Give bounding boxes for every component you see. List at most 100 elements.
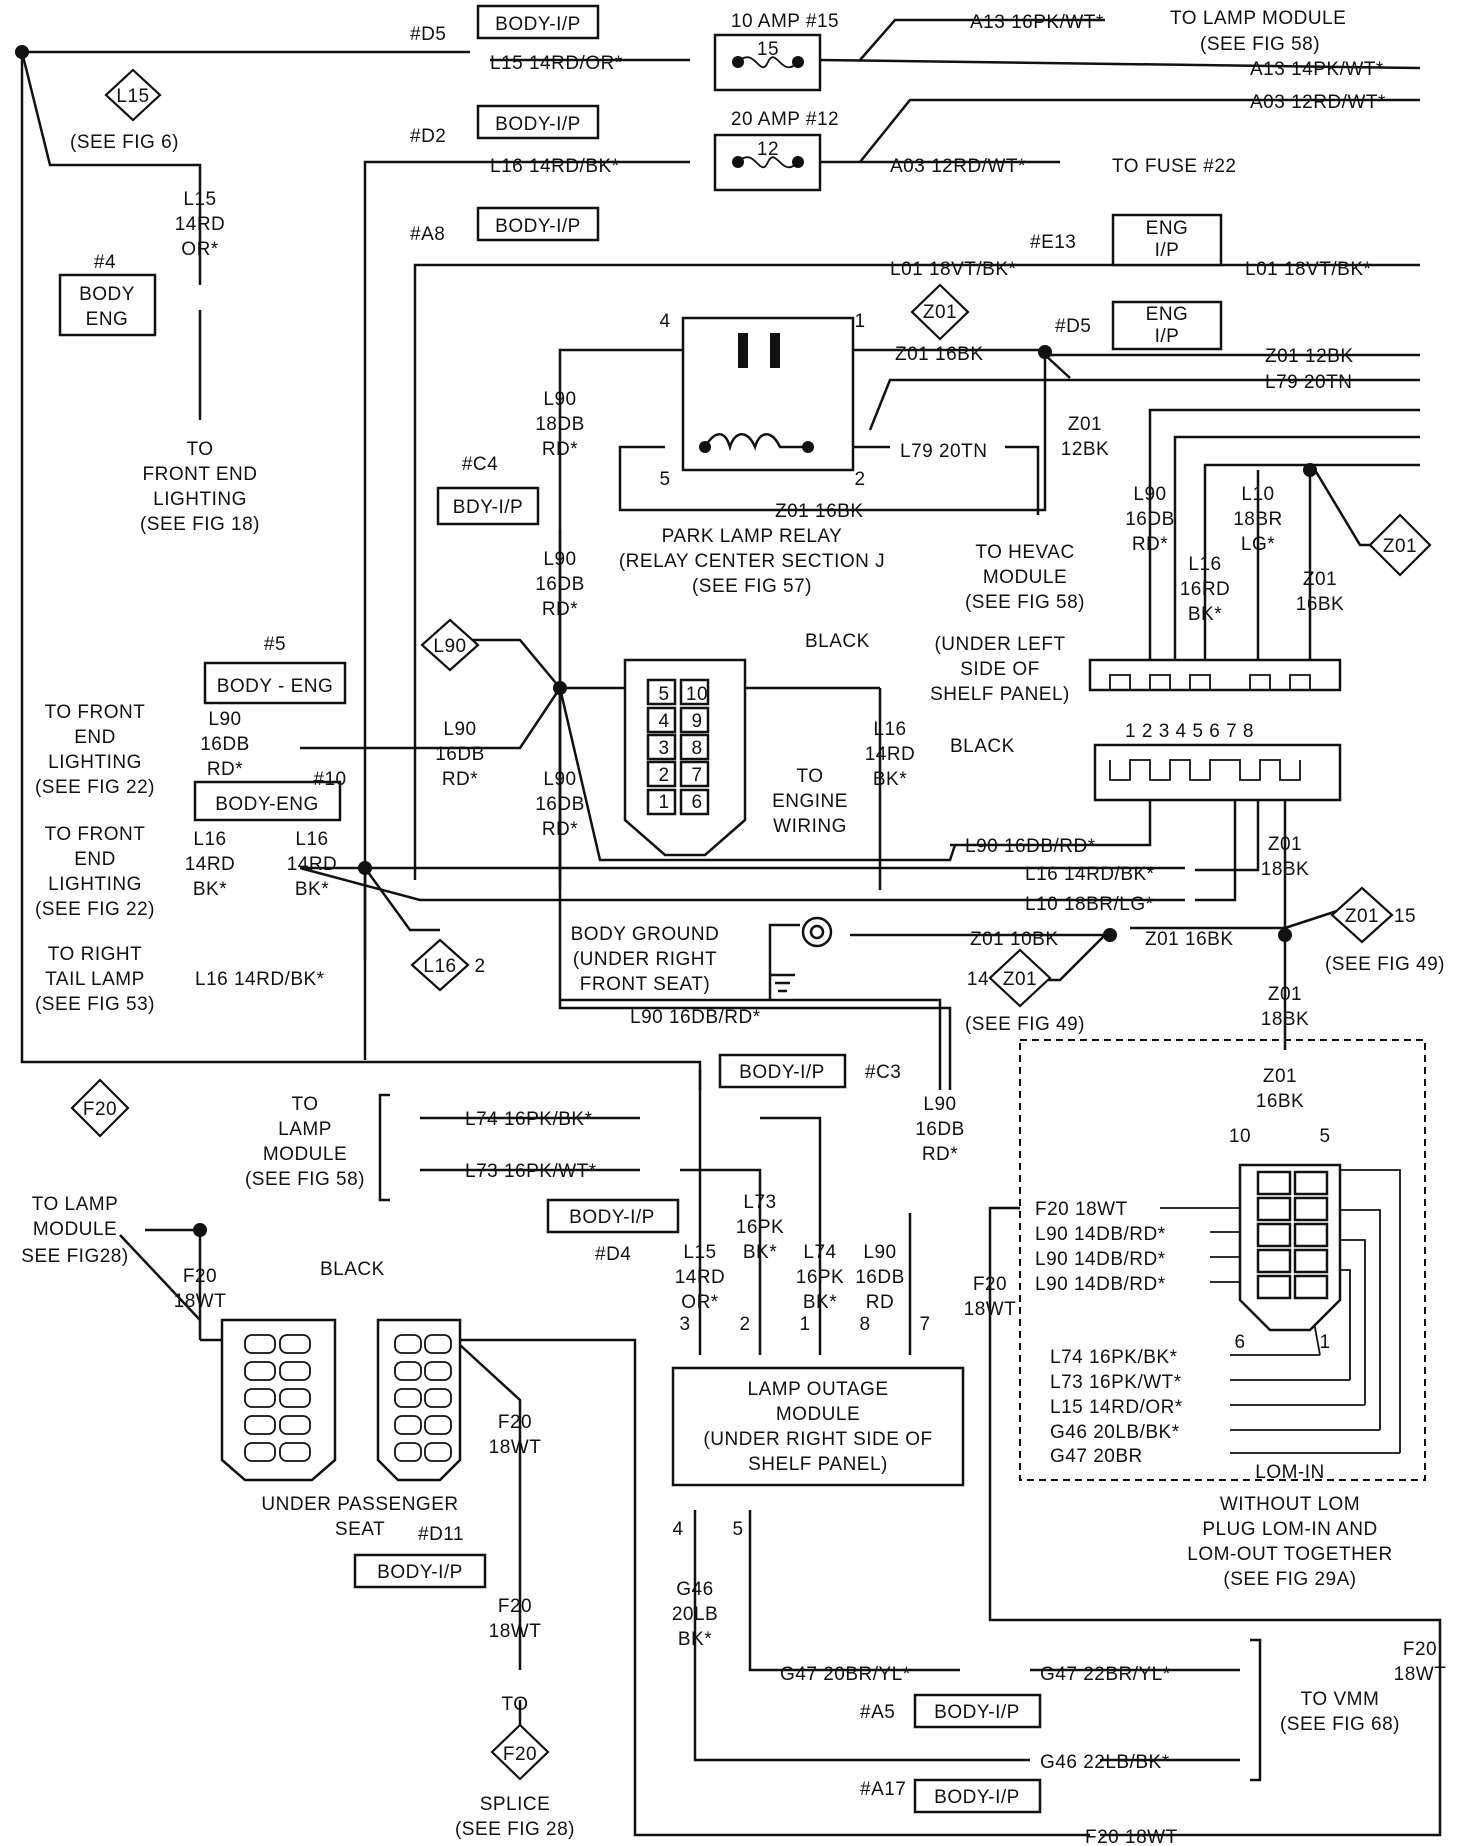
- svg-text:3: 3: [679, 1314, 690, 1335]
- svg-text:L16: L16: [873, 719, 906, 740]
- svg-text:L79 20TN: L79 20TN: [1265, 372, 1352, 393]
- svg-text:(SEE FIG 49): (SEE FIG 49): [1325, 954, 1445, 975]
- svg-text:F20: F20: [498, 1412, 532, 1433]
- svg-text:A03 12RD/WT*: A03 12RD/WT*: [1250, 92, 1386, 113]
- svg-text:14RD: 14RD: [287, 854, 338, 875]
- svg-text:BLACK: BLACK: [805, 631, 870, 652]
- svg-text:(RELAY CENTER SECTION J: (RELAY CENTER SECTION J: [619, 551, 885, 572]
- svg-text:G46: G46: [676, 1579, 713, 1600]
- svg-text:A13 16PK/WT*: A13 16PK/WT*: [970, 12, 1104, 33]
- svg-text:16DB: 16DB: [435, 744, 485, 765]
- svg-text:L15: L15: [116, 86, 149, 107]
- svg-text:12: 12: [757, 139, 779, 160]
- svg-text:END: END: [74, 849, 116, 870]
- svg-text:BK*: BK*: [803, 1292, 837, 1313]
- svg-text:FRONT SEAT): FRONT SEAT): [580, 974, 710, 995]
- svg-text:BODY-I/P: BODY-I/P: [495, 14, 581, 35]
- svg-text:L15 14RD/OR*: L15 14RD/OR*: [1050, 1397, 1183, 1418]
- svg-text:Z01: Z01: [1268, 984, 1302, 1005]
- svg-text:A03 12RD/WT*: A03 12RD/WT*: [890, 156, 1026, 177]
- svg-text:L16 14RD/BK*: L16 14RD/BK*: [195, 969, 325, 990]
- svg-text:PLUG LOM-IN AND: PLUG LOM-IN AND: [1202, 1519, 1377, 1540]
- svg-text:14RD: 14RD: [185, 854, 236, 875]
- svg-text:(SEE FIG 22): (SEE FIG 22): [35, 899, 155, 920]
- svg-text:BK*: BK*: [678, 1629, 712, 1650]
- svg-text:TO: TO: [796, 766, 823, 787]
- svg-text:2: 2: [739, 1314, 750, 1335]
- svg-text:#A8: #A8: [410, 224, 445, 245]
- svg-text:L15: L15: [183, 189, 216, 210]
- svg-text:2: 2: [658, 765, 669, 786]
- svg-text:L90: L90: [1133, 484, 1166, 505]
- svg-text:L10 18BR/LG*: L10 18BR/LG*: [1025, 894, 1154, 915]
- svg-text:BLACK: BLACK: [950, 736, 1015, 757]
- svg-text:(UNDER RIGHT: (UNDER RIGHT: [573, 949, 717, 970]
- svg-text:G46 20LB/BK*: G46 20LB/BK*: [1050, 1422, 1180, 1443]
- svg-text:16DB: 16DB: [915, 1119, 965, 1140]
- svg-text:RD*: RD*: [1132, 534, 1168, 555]
- svg-text:L74: L74: [803, 1242, 836, 1263]
- svg-text:TO: TO: [501, 1694, 528, 1715]
- svg-text:L16: L16: [295, 829, 328, 850]
- svg-text:TO: TO: [291, 1094, 318, 1115]
- svg-text:L90: L90: [543, 389, 576, 410]
- svg-text:(SEE FIG 29A): (SEE FIG 29A): [1223, 1569, 1356, 1590]
- svg-text:(SEE FIG 53): (SEE FIG 53): [35, 994, 155, 1015]
- svg-text:F20: F20: [973, 1274, 1007, 1295]
- svg-text:G47 22BR/YL*: G47 22BR/YL*: [1040, 1664, 1171, 1685]
- svg-text:L16 14RD/BK*: L16 14RD/BK*: [1025, 864, 1155, 885]
- svg-text:#D5: #D5: [1055, 316, 1091, 337]
- lom-in-connector: [1238, 1163, 1342, 1332]
- svg-text:15: 15: [1394, 906, 1416, 927]
- svg-text:L15: L15: [683, 1242, 716, 1263]
- svg-text:L01 18VT/BK*: L01 18VT/BK*: [1245, 259, 1372, 280]
- diagram-text: #D5 BODY-I/P L15 14RD/OR* A13 16PK/WT* T…: [21, 8, 1446, 1846]
- svg-text:5: 5: [1319, 1126, 1330, 1147]
- svg-text:SHELF PANEL): SHELF PANEL): [748, 1454, 888, 1475]
- svg-text:L16: L16: [193, 829, 226, 850]
- svg-text:8: 8: [859, 1314, 870, 1335]
- svg-text:ENG: ENG: [1146, 304, 1189, 325]
- svg-text:18BR: 18BR: [1233, 509, 1283, 530]
- svg-text:#5: #5: [264, 634, 286, 655]
- svg-text:(SEE FIG 22): (SEE FIG 22): [35, 777, 155, 798]
- svg-text:18WT: 18WT: [1394, 1664, 1447, 1685]
- svg-text:#D2: #D2: [410, 126, 446, 147]
- svg-text:TO LAMP MODULE: TO LAMP MODULE: [1170, 8, 1346, 29]
- svg-text:BODY-I/P: BODY-I/P: [377, 1562, 463, 1583]
- svg-text:TO: TO: [186, 439, 213, 460]
- svg-text:SHELF PANEL): SHELF PANEL): [930, 684, 1070, 705]
- passenger-seat-connectors: [220, 1318, 462, 1482]
- svg-text:14RD: 14RD: [175, 214, 226, 235]
- svg-text:L10: L10: [1241, 484, 1274, 505]
- svg-text:16RD: 16RD: [1180, 579, 1231, 600]
- svg-text:OR*: OR*: [681, 1292, 719, 1313]
- svg-text:L90: L90: [863, 1242, 896, 1263]
- svg-text:TO RIGHT: TO RIGHT: [48, 944, 142, 965]
- engine-wiring-connector: [623, 658, 747, 857]
- svg-text:LG*: LG*: [1241, 534, 1275, 555]
- svg-text:BODY GROUND: BODY GROUND: [571, 924, 720, 945]
- svg-text:MODULE: MODULE: [33, 1219, 117, 1240]
- svg-text:#10: #10: [313, 769, 346, 790]
- svg-text:Z01: Z01: [1383, 536, 1417, 557]
- svg-text:MODULE: MODULE: [776, 1404, 860, 1425]
- lom-in-box: [1019, 1039, 1426, 1481]
- svg-text:(SEE FIG 18): (SEE FIG 18): [140, 514, 260, 535]
- svg-text:(SEE FIG 58): (SEE FIG 58): [965, 592, 1085, 613]
- svg-text:Z01: Z01: [1345, 906, 1379, 927]
- shelf-connectors: [1088, 658, 1342, 802]
- svg-text:1 2 3 4 5 6 7 8: 1 2 3 4 5 6 7 8: [1125, 721, 1254, 742]
- svg-text:G47 20BR: G47 20BR: [1050, 1446, 1143, 1467]
- svg-text:L74 16PK/BK*: L74 16PK/BK*: [1050, 1347, 1178, 1368]
- svg-text:1: 1: [658, 792, 669, 813]
- svg-text:Z01 12BK: Z01 12BK: [1265, 346, 1354, 367]
- wires: [20, 18, 1442, 1837]
- svg-text:RD*: RD*: [542, 599, 578, 620]
- svg-text:A13 14PK/WT*: A13 14PK/WT*: [1250, 59, 1384, 80]
- svg-text:20 AMP #12: 20 AMP #12: [731, 109, 839, 130]
- svg-text:L90: L90: [923, 1094, 956, 1115]
- svg-text:SEAT: SEAT: [335, 1519, 385, 1540]
- svg-text:F20: F20: [1403, 1639, 1437, 1660]
- svg-text:16BK: 16BK: [1256, 1091, 1304, 1112]
